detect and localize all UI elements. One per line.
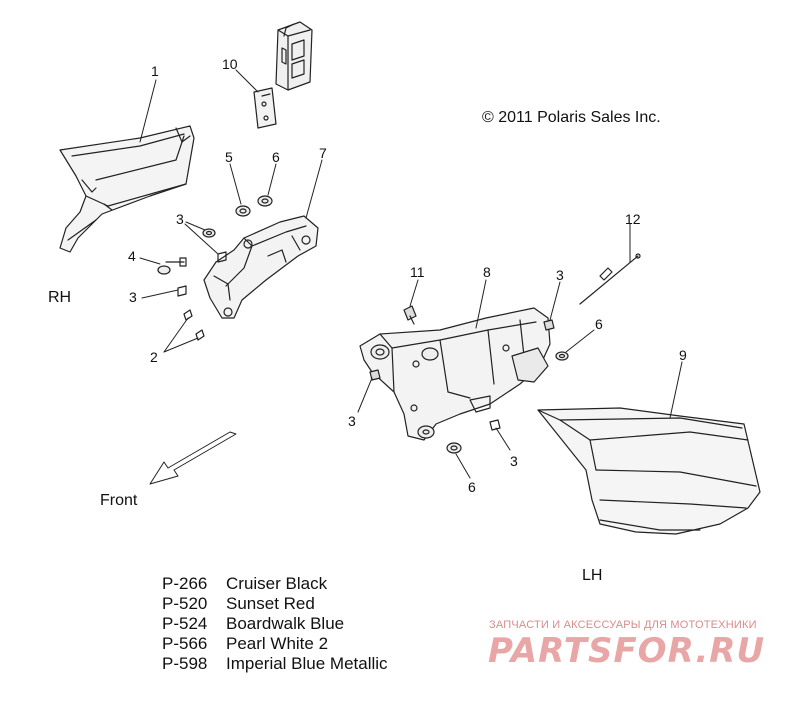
part-3-grommet-rh [202, 228, 216, 238]
front-label: Front [100, 492, 138, 509]
part-10-plate [253, 87, 277, 129]
callout-7: 7 [319, 145, 327, 161]
front-arrow [149, 431, 237, 485]
paint-code-legend: P-266 Cruiser Black P-520 Sunset Red P-5… [162, 574, 388, 674]
legend-row: P-598 Imperial Blue Metallic [162, 654, 388, 674]
part-11-bolt [403, 305, 417, 325]
legend-code: P-566 [162, 634, 208, 653]
part-4-bolt [157, 257, 187, 275]
part-7-rh-bracket [203, 215, 319, 319]
part-12-rod [579, 253, 641, 305]
callout-6: 6 [468, 479, 476, 495]
part-9-lh-side-cover [537, 407, 761, 535]
part-3-screw-lh-c [489, 419, 501, 431]
part-6-grommet-lh-b [446, 442, 462, 454]
callout-3: 3 [348, 413, 356, 429]
part-5-grommet [235, 205, 251, 217]
callout-2: 2 [150, 349, 158, 365]
watermark-tagline: ЗАПЧАСТИ И АКСЕССУАРЫ ДЛЯ МОТОТЕХНИКИ [489, 619, 757, 631]
legend-row: P-266 Cruiser Black [162, 574, 388, 594]
legend-code: P-598 [162, 654, 208, 673]
part-2-clip-a [183, 309, 193, 321]
legend-color-name: Pearl White 2 [226, 634, 329, 653]
part-8-lh-bracket [359, 307, 551, 441]
callout-9: 9 [679, 347, 687, 363]
callout-3: 3 [176, 211, 184, 227]
relay-box [275, 21, 313, 91]
callout-6: 6 [595, 316, 603, 332]
legend-code: P-524 [162, 614, 208, 633]
legend-row: P-566 Pearl White 2 [162, 634, 388, 654]
legend-color-name: Sunset Red [226, 594, 315, 613]
rh-label: RH [48, 289, 72, 306]
callout-3: 3 [129, 289, 137, 305]
leader-lines [139, 69, 683, 479]
callout-10: 10 [222, 56, 238, 72]
watermark-logo: PARTSFOR.RU [488, 631, 766, 671]
callout-6: 6 [272, 149, 280, 165]
part-6-grommet-rh [257, 195, 273, 207]
callout-1: 1 [151, 63, 159, 79]
callout-5: 5 [225, 149, 233, 165]
callout-12: 12 [625, 211, 641, 227]
legend-code: P-520 [162, 594, 208, 613]
legend-row: P-524 Boardwalk Blue [162, 614, 388, 634]
part-3-nut-lh-b [369, 369, 381, 381]
part-1-rh-side-cover [59, 125, 195, 253]
part-3-screw-rh-a [217, 251, 227, 263]
legend-color-name: Cruiser Black [226, 574, 328, 593]
part-3-nut-lh-a [543, 319, 555, 331]
legend-color-name: Imperial Blue Metallic [226, 654, 388, 673]
part-6-grommet-lh-a [555, 351, 569, 361]
legend-row: P-520 Sunset Red [162, 594, 388, 614]
callout-3: 3 [556, 267, 564, 283]
legend-color-name: Boardwalk Blue [226, 614, 345, 633]
callout-3: 3 [510, 453, 518, 469]
callout-4: 4 [128, 248, 136, 264]
callout-11: 11 [410, 264, 425, 280]
part-3-screw-rh-b [177, 285, 187, 297]
copyright-notice: © 2011 Polaris Sales Inc. [482, 109, 661, 126]
legend-code: P-266 [162, 574, 208, 593]
callout-8: 8 [483, 264, 491, 280]
lh-label: LH [582, 567, 603, 584]
